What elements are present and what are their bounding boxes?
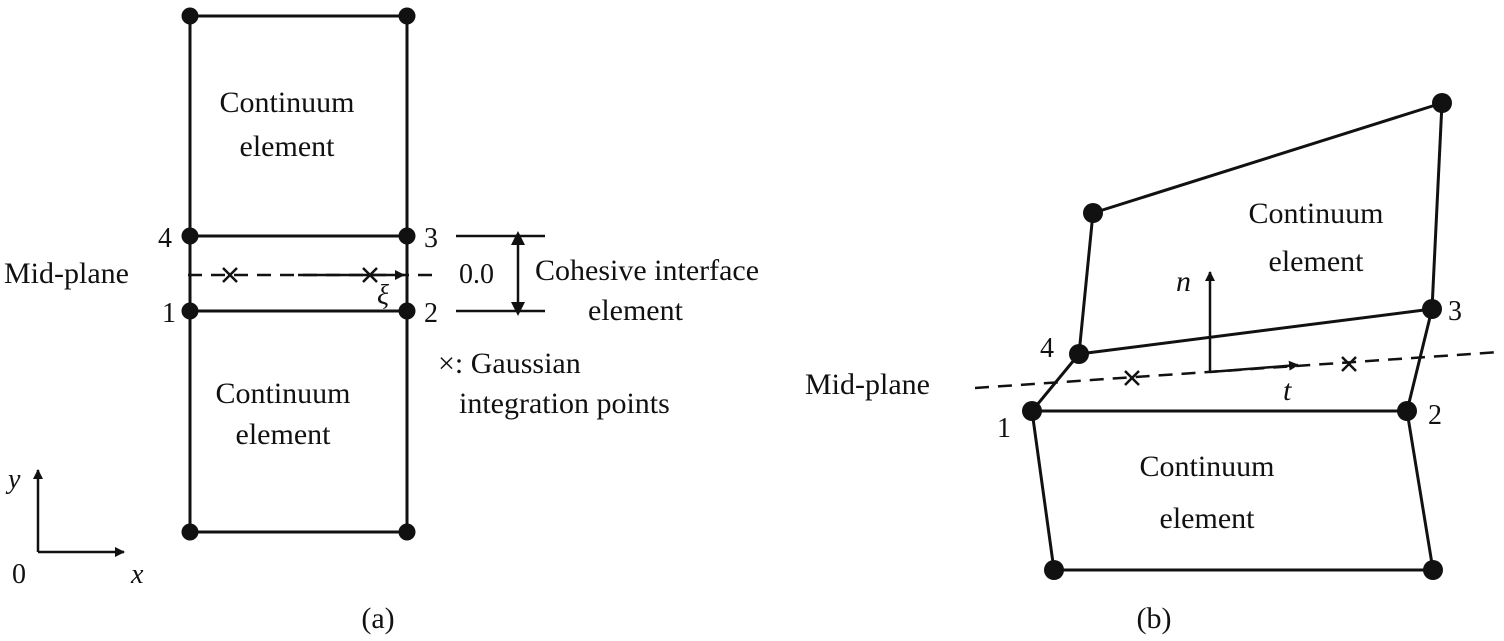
top-element-left-edge — [1077, 211, 1095, 356]
cohesive-interface-label: element — [588, 294, 684, 327]
top-element-label: Continuum — [1248, 197, 1383, 230]
node-dot — [1022, 401, 1042, 421]
gauss-legend: ×: Gaussian — [438, 347, 581, 380]
node-dot — [181, 7, 199, 25]
top-element-top-edge — [1091, 101, 1444, 215]
bottom-element-label: Continuum — [215, 377, 350, 410]
thickness-value: 0.0 — [459, 259, 494, 290]
mid-plane-label: Mid-plane — [4, 257, 129, 290]
node-label-2: 2 — [1428, 400, 1442, 431]
panel-a-caption: (a) — [361, 602, 394, 635]
bottom-element-label: Continuum — [1139, 450, 1274, 483]
node-label-3: 3 — [424, 223, 438, 254]
node-label-1: 1 — [997, 413, 1011, 444]
node-dot — [181, 523, 199, 541]
top-element-label: Continuum — [219, 86, 354, 119]
mid-plane-label: Mid-plane — [805, 368, 930, 401]
node-dot — [1432, 93, 1452, 113]
panel-b-caption: (b) — [1137, 602, 1172, 635]
node-dot — [1069, 344, 1089, 364]
normal-label: n — [1176, 265, 1191, 298]
panel-b: n t Continuum element Continuum element … — [805, 93, 1501, 635]
axis-x-label: x — [130, 559, 144, 590]
node-dot — [398, 523, 416, 541]
node-dot — [398, 302, 416, 320]
node-dot — [1423, 560, 1443, 580]
top-element-label: element — [240, 130, 336, 163]
node-dot — [398, 227, 416, 245]
node-dot — [181, 302, 199, 320]
top-element-right-edge — [1430, 101, 1444, 311]
tangent-label: t — [1283, 374, 1292, 407]
top-element-label: element — [1269, 245, 1365, 278]
gauss-legend: integration points — [459, 387, 670, 420]
node-dot — [1083, 203, 1103, 223]
interface-top-edge — [1077, 307, 1434, 356]
gauss-point-marker — [222, 267, 238, 283]
node-label-3: 3 — [1448, 296, 1462, 327]
interface-right-edge — [1405, 307, 1434, 413]
node-label-4: 4 — [1040, 333, 1054, 364]
bottom-element-label: element — [236, 418, 332, 451]
axis-origin-label: 0 — [12, 559, 26, 590]
node-dot — [181, 227, 199, 245]
node-label-2: 2 — [424, 298, 438, 329]
gauss-point-marker — [1124, 370, 1140, 386]
bottom-element-right-edge — [1405, 409, 1435, 572]
cohesive-interface-label: Cohesive interface — [535, 254, 759, 287]
node-label-4: 4 — [158, 223, 172, 254]
panel-a: Continuum element Continuum element 4 3 … — [4, 7, 759, 635]
node-dot — [1044, 560, 1064, 580]
node-dot — [398, 7, 416, 25]
bottom-element-label: element — [1160, 502, 1256, 535]
node-dot — [1397, 401, 1417, 421]
gauss-point-marker — [362, 267, 378, 283]
node-label-1: 1 — [162, 298, 176, 329]
node-dot — [1422, 299, 1442, 319]
tangent-axis-arrow — [1209, 360, 1299, 374]
gauss-point-marker — [1341, 356, 1357, 372]
bottom-element-left-edge — [1030, 409, 1056, 572]
xi-label: ξ — [377, 280, 389, 311]
axis-y-label: y — [5, 464, 21, 495]
